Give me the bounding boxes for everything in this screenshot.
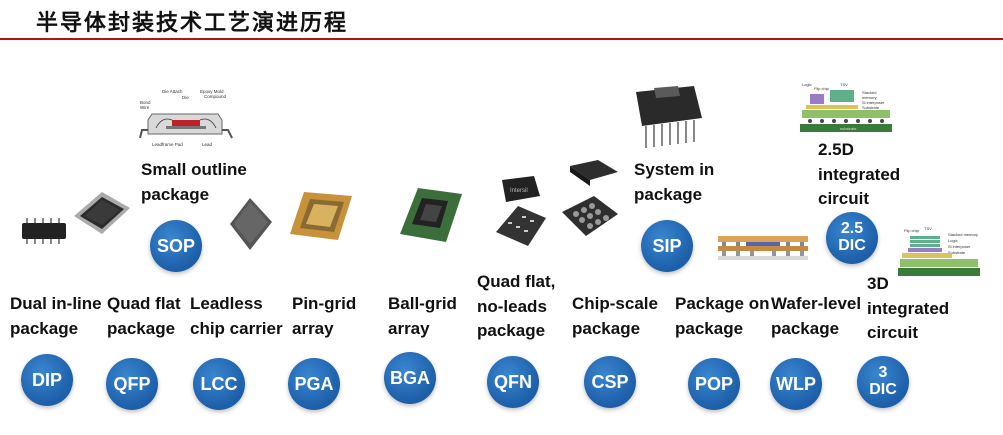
stage-badge-qfp: QFP [106, 358, 158, 410]
pop-stack-image [718, 236, 808, 260]
svg-text:Flip chip: Flip chip [904, 228, 920, 233]
svg-text:memory: memory [862, 95, 876, 100]
page-title: 半导体封装技术工艺演进历程 [36, 10, 349, 36]
svg-text:Lead: Lead [202, 142, 213, 147]
stage-badge-wlp: WLP [770, 358, 822, 410]
stage-badge-qfn: QFN [487, 356, 539, 408]
stage-label-lcc: Leadless chip carrier [190, 294, 283, 338]
svg-text:Flip chip: Flip chip [814, 86, 830, 91]
svg-text:Si interposer: Si interposer [948, 244, 971, 249]
svg-text:Compound: Compound [204, 94, 227, 99]
stage-badge-sop: SOP [150, 220, 202, 272]
stage-badge-pga: PGA [288, 358, 340, 410]
dip-chip-image [22, 218, 66, 244]
stage-label-qfp: Quad flat package [107, 294, 181, 338]
stage-label-dip: Dual in-line package [10, 294, 102, 338]
svg-text:Substrate: Substrate [862, 105, 880, 110]
stage-label-sip: System in package [634, 160, 715, 204]
svg-text:Die Attach: Die Attach [162, 89, 183, 94]
svg-text:Logic: Logic [802, 82, 812, 87]
qfn-chip-image: Intersil [496, 176, 546, 246]
svg-text:Stacked memory: Stacked memory [948, 232, 978, 237]
stage-label-sop: Small outline package [141, 160, 247, 204]
title-divider [0, 38, 1003, 40]
bga-chip-image [400, 188, 462, 242]
svg-text:Intersil: Intersil [510, 188, 528, 194]
stage-label-pop: Package on package [675, 294, 770, 338]
svg-text:Bond: Bond [140, 100, 151, 105]
stage-label-pga: Pin-grid array [292, 294, 357, 338]
pga-chip-image [290, 192, 352, 240]
lcc-chip-image [230, 198, 272, 250]
svg-text:Logic: Logic [948, 238, 958, 243]
qfp-chip-image [74, 192, 130, 234]
svg-text:substrate: substrate [840, 126, 857, 131]
svg-text:Die: Die [182, 95, 189, 100]
stage-badge-pop: POP [688, 358, 740, 410]
csp-chip-image [562, 160, 618, 236]
stage-badge-bga: BGA [384, 352, 436, 404]
svg-text:TSV: TSV [924, 226, 932, 231]
svg-text:Leadframe Pad: Leadframe Pad [152, 142, 183, 147]
svg-text:Stacked: Stacked [862, 90, 876, 95]
stage-label-qfn: Quad flat, no-leads package [477, 272, 556, 341]
stage-label-bga: Ball-grid array [388, 294, 457, 338]
svg-text:Si interposer: Si interposer [862, 100, 885, 105]
stage-label-csp: Chip-scale package [572, 294, 658, 338]
svg-text:TSV: TSV [840, 82, 848, 87]
sip-module-image [636, 86, 702, 148]
stage-badge-lcc: LCC [193, 358, 245, 410]
stage-badge-sip: SIP [641, 220, 693, 272]
svg-text:Epoxy Mold: Epoxy Mold [200, 89, 224, 94]
svg-text:Substrate: Substrate [948, 250, 966, 255]
stage-label-2-5dic: 2.5D integrated circuit [818, 140, 901, 209]
stage-badge-3dic: 3 DIC [857, 356, 909, 408]
stage-badge-2-5dic: 2.5 DIC [826, 212, 878, 264]
svg-text:Wire: Wire [140, 105, 150, 110]
stage-badge-csp: CSP [584, 356, 636, 408]
stage-label-3dic: 3D integrated circuit [867, 274, 950, 343]
stage-label-wlp: Wafer-level package [771, 294, 862, 338]
stage-badge-dip: DIP [21, 354, 73, 406]
